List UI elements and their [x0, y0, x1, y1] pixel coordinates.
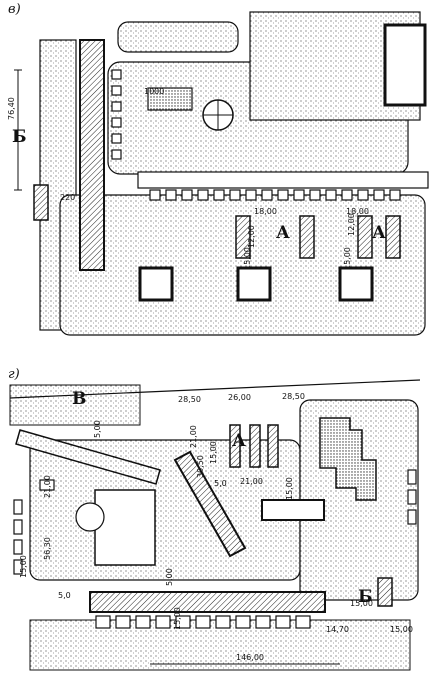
dim-g-12: 56,30 — [43, 537, 52, 560]
dim-g-10: 5,00 — [93, 420, 102, 438]
building-small-v — [33, 184, 49, 221]
label-a-g: А — [232, 431, 246, 451]
block-g-a2 — [249, 424, 261, 468]
dim-v-8: 12,00 — [347, 213, 356, 236]
panel-v-caption: в) — [8, 2, 21, 17]
dim-g-3: 28,50 — [282, 392, 305, 401]
building-b-g — [377, 577, 393, 607]
dim-g-13: 5,0 — [58, 591, 71, 600]
panel-v: в) — [7, 2, 429, 336]
dim-g-5: 21,00 — [240, 477, 263, 486]
label-b-g: Б — [358, 587, 373, 607]
dim-v-7: 15,00 — [343, 247, 352, 270]
tower-2 — [236, 266, 272, 302]
block-a2 — [299, 215, 315, 259]
panel-g: г) — [8, 367, 421, 671]
panel-g-caption: г) — [8, 367, 20, 382]
block-a4 — [385, 215, 401, 259]
ground-g-top — [9, 384, 141, 426]
building-long-g — [89, 591, 326, 613]
dim-g-16: 15,00 — [390, 625, 413, 634]
dim-g-6: 30,50 — [196, 455, 205, 478]
dim-g-15: 15,00 — [350, 599, 373, 608]
label-b-v: Б — [12, 127, 27, 147]
label-a2-v: А — [372, 223, 386, 243]
dim-g-11: 21,00 — [43, 475, 52, 498]
ground-top-left — [117, 21, 239, 53]
tower-3 — [338, 266, 374, 302]
block-g-a1 — [229, 424, 241, 468]
dim-g-8: 5,0 — [214, 479, 227, 488]
building-rect-g — [261, 499, 325, 521]
dim-g-14: 15,00 — [19, 555, 28, 578]
dim-g-20: 5,00 — [165, 568, 174, 586]
school-block — [147, 87, 193, 111]
parking-row-g — [39, 479, 311, 629]
building-diagonal — [173, 450, 247, 558]
block-g-a3 — [267, 424, 279, 468]
dim-v-2: 220 — [60, 193, 75, 202]
dim-g-4: 21,00 — [189, 425, 198, 448]
dim-g-18: 146,00 — [236, 653, 264, 662]
block-a1 — [235, 215, 251, 259]
dim-v-3: 18,00 — [254, 207, 277, 216]
parking-row-v — [149, 189, 401, 201]
parking-col-g — [13, 469, 417, 575]
dim-v-5: 12,00 — [247, 225, 256, 248]
dim-g-9: 15,00 — [285, 477, 294, 500]
dim-v-6: 15,00 — [243, 247, 252, 270]
dim-v-1: 76,40 — [7, 97, 16, 120]
dim-g-2: 26,00 — [228, 393, 251, 402]
parking-col-v — [111, 69, 122, 160]
dim-g-19: 15,00 — [173, 607, 182, 630]
building-complex-g — [319, 417, 377, 501]
dim-g-1: 28,50 — [178, 395, 201, 404]
school-g — [94, 489, 156, 566]
tower-1 — [138, 266, 174, 302]
dim-g-7: 15,00 — [209, 441, 218, 464]
inner-court — [383, 23, 427, 107]
dim-v-9: 1000 — [144, 87, 164, 96]
round-pavilion — [75, 502, 105, 532]
dim-g-17: 14,70 — [326, 625, 349, 634]
road-g-top — [9, 379, 421, 399]
building-diagonal-2 — [15, 429, 161, 485]
dim-v-4: 18,00 — [346, 207, 369, 216]
label-a1-v: А — [276, 223, 290, 243]
block-a3 — [357, 215, 373, 259]
road-v — [137, 171, 429, 189]
label-v-g: В — [72, 389, 86, 409]
building-long-v — [79, 39, 105, 271]
